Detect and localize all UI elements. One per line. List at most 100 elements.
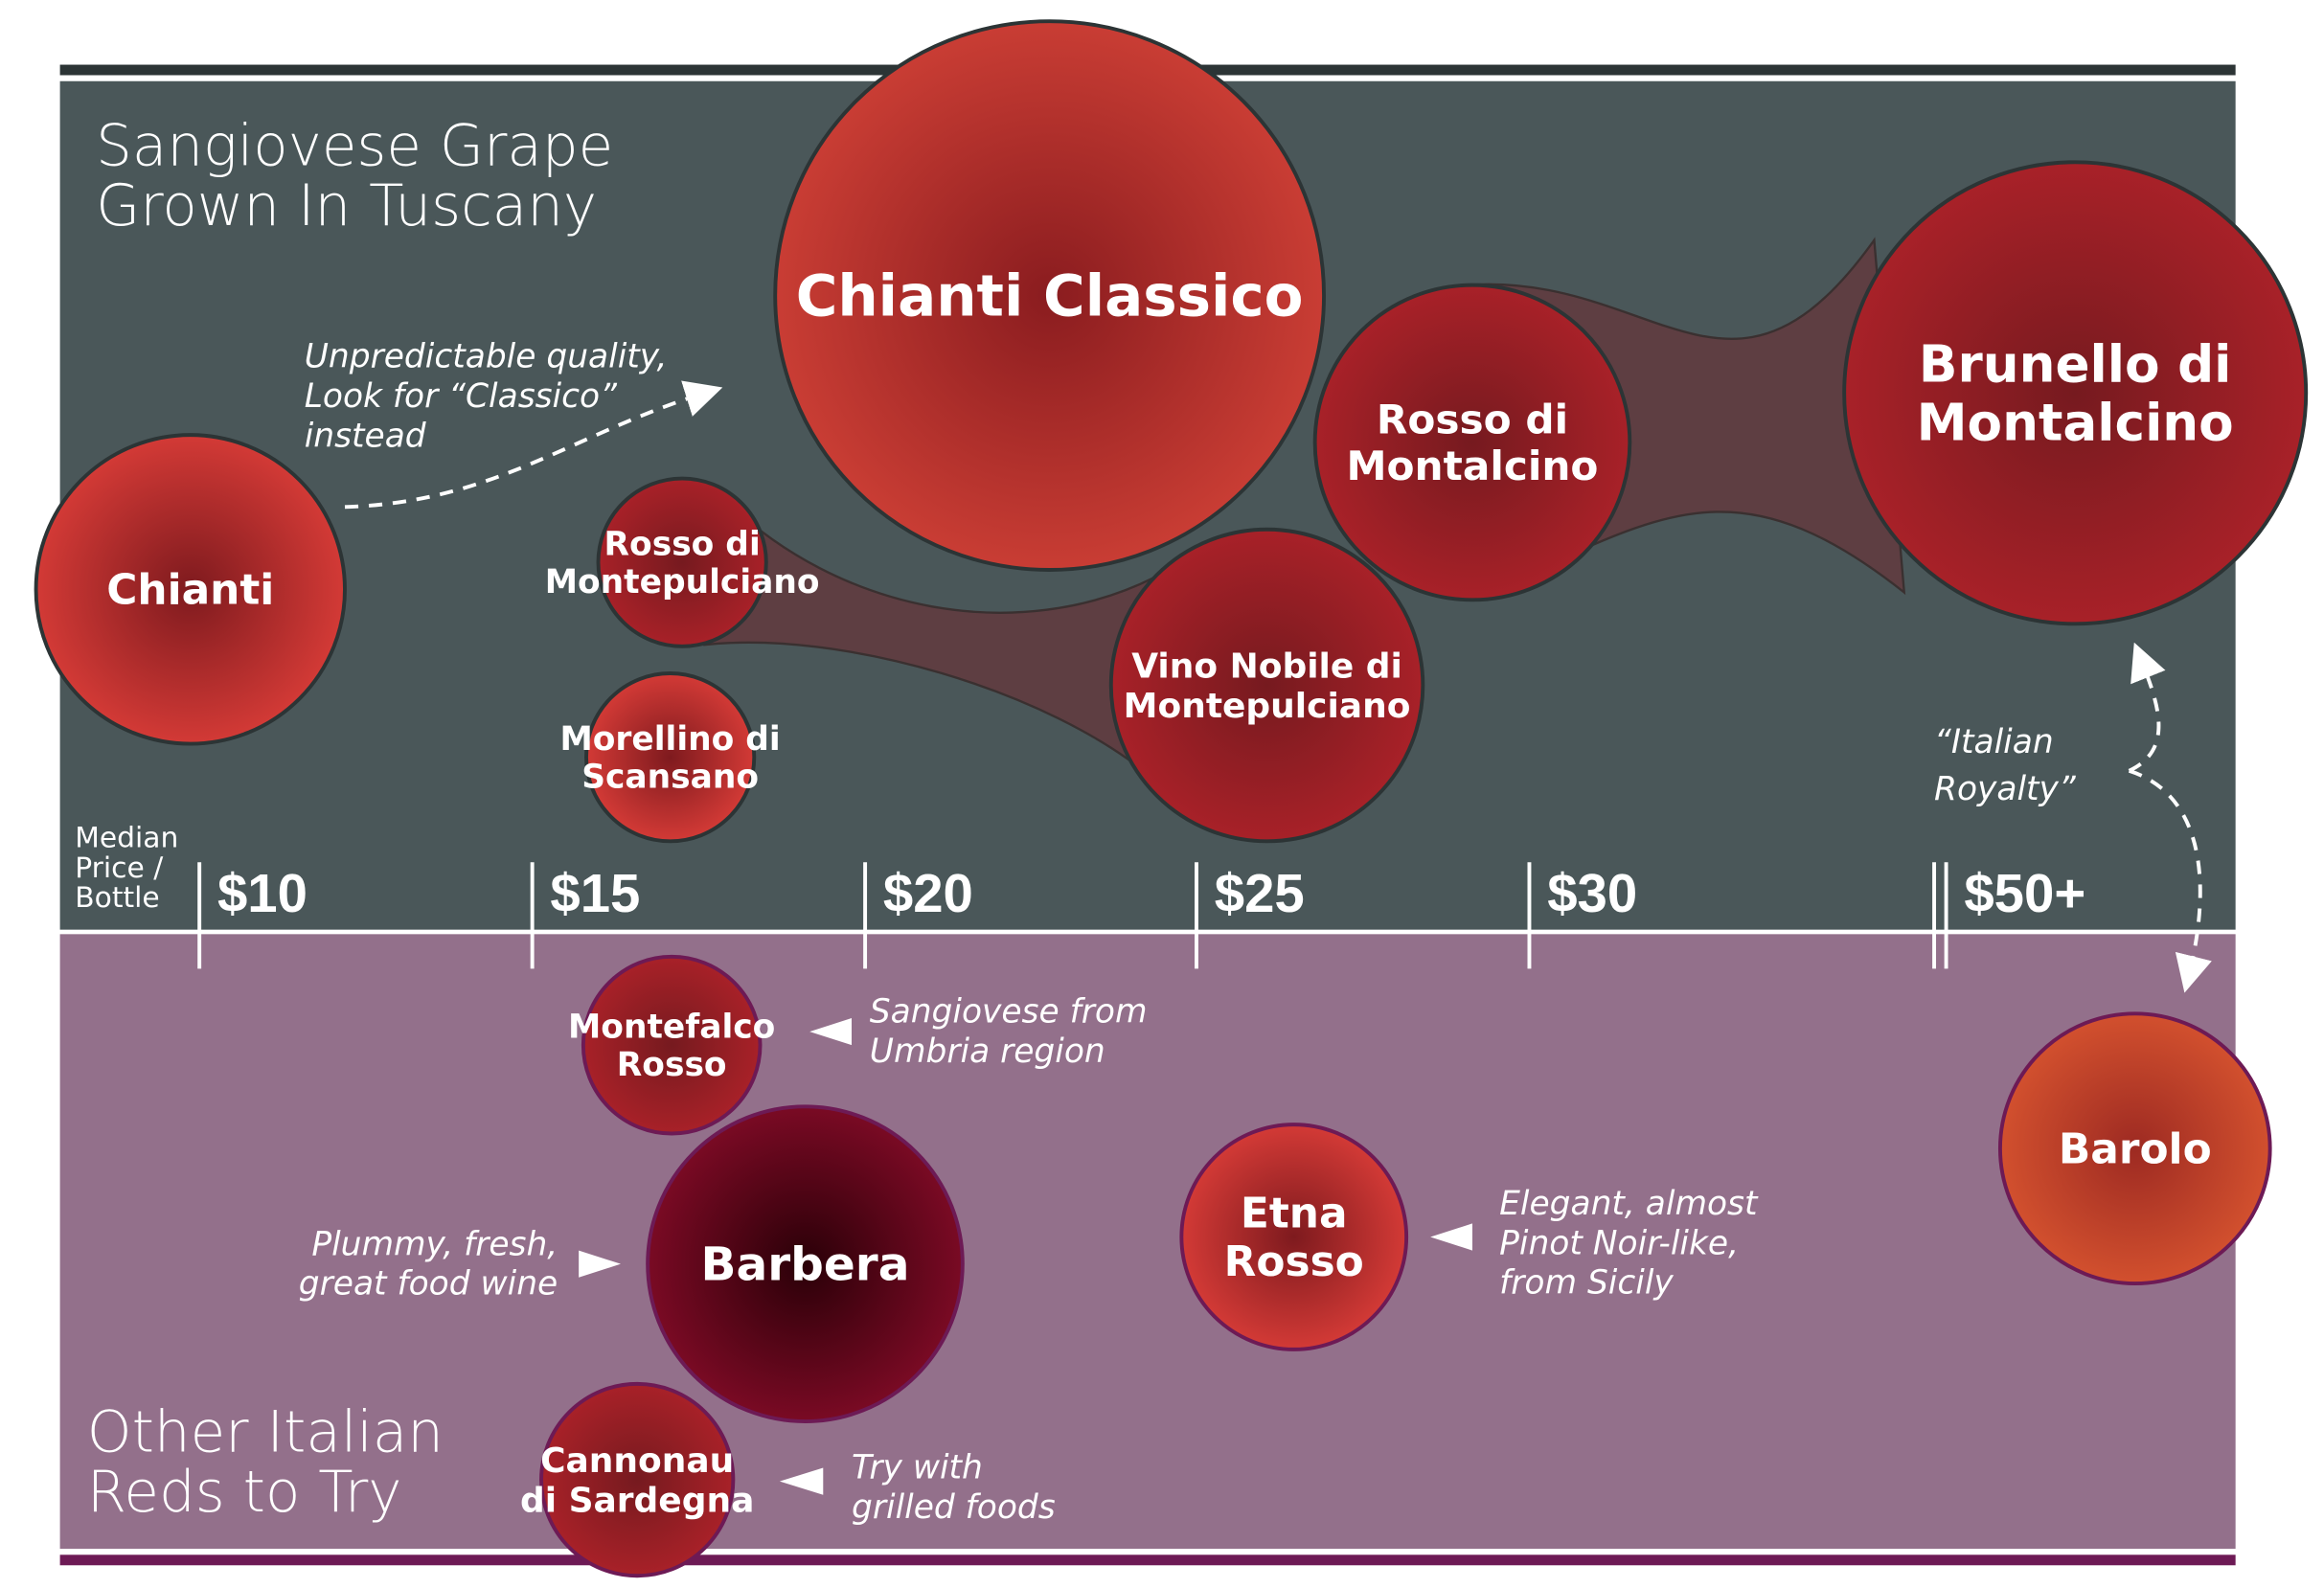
annotation-line: from Sicily	[1499, 1264, 1674, 1303]
bubble-label: Barolo	[2059, 1124, 2212, 1173]
bubble-label-line: Rosso	[617, 1046, 727, 1084]
pointer-montefalco	[809, 1017, 853, 1046]
bubble-label-line: Montalcino	[1346, 442, 1598, 489]
annotation-line: great food wine	[299, 1265, 558, 1304]
pointer-etna	[1430, 1223, 1472, 1251]
bubble-circle	[1179, 1123, 1409, 1351]
bubble-label-line: Rosso di	[1377, 396, 1568, 442]
other-reds-panel	[59, 934, 2236, 1550]
bubble-label-line: Morellino di	[560, 720, 781, 759]
bubble-label-line: Cannonau	[540, 1441, 734, 1481]
bubble-circle	[646, 1104, 965, 1423]
bubble-circle	[1108, 527, 1425, 844]
bubble-barbera: Barbera	[646, 1104, 965, 1423]
annotation-line: Royalty”	[1934, 770, 2077, 808]
bubble-circle	[539, 1381, 736, 1578]
bubble-label-line: Barolo	[2059, 1124, 2212, 1173]
bubble-circle	[773, 19, 1326, 572]
tick-label: $50+	[1964, 863, 2085, 923]
bubble-circle	[34, 433, 347, 746]
arrow-to-classico	[344, 380, 723, 510]
bubble-chianti: Chianti	[34, 433, 347, 746]
bubble-label-line: Montepulciano	[1124, 687, 1411, 726]
bubble-label-line: Barbera	[701, 1238, 910, 1292]
bubble-label-line: Montepulciano	[545, 563, 820, 601]
arrow-royalty-down	[2128, 768, 2212, 993]
bubble-circle	[596, 476, 768, 648]
annotation-line: Pinot Noir-like,	[1499, 1224, 1739, 1262]
bubble-label-line: Etna	[1241, 1190, 1348, 1238]
bubble-label-line: Rosso di	[604, 525, 761, 563]
bubble-label-line: Chianti	[106, 566, 274, 615]
tick-label: $15	[550, 863, 640, 923]
annotation-line: Elegant, almost	[1499, 1185, 1759, 1223]
tick-label: $20	[883, 863, 973, 923]
bubble-label-line: di Sardegna	[520, 1481, 754, 1520]
annotation-line: Unpredictable quality,	[305, 338, 668, 376]
bubble-barolo: Barolo	[1997, 1011, 2272, 1285]
annotation-line: “Italian	[1934, 723, 2054, 761]
bubble-label: Chianti	[106, 566, 274, 615]
bubble-label-line: Chianti Classico	[796, 263, 1304, 329]
arrow-royalty-up	[2128, 642, 2166, 773]
bubble-chianti-classico: Chianti Classico	[773, 19, 1326, 572]
annotation-line: Look for “Classico”	[305, 377, 618, 416]
bubble-label-line: Scansano	[581, 759, 759, 797]
pointer-barbera	[579, 1250, 621, 1278]
annotation-line: Sangiovese from	[870, 993, 1148, 1032]
bubble-circle	[584, 671, 757, 844]
annotation: Plummy, fresh,great food wine	[299, 1225, 558, 1303]
x-axis-label-line: Bottle	[75, 881, 159, 915]
bubble-label: Chianti Classico	[796, 263, 1304, 329]
other-reds-title-line: Reds to Try	[87, 1460, 402, 1526]
tick-label: $30	[1547, 863, 1637, 923]
x-axis-label-line: Median	[75, 822, 178, 855]
bubble-label-line: Montalcino	[1917, 394, 2234, 453]
annotation-line: Try with	[852, 1448, 983, 1486]
bubble-label-line: Vino Nobile di	[1131, 647, 1402, 686]
bubble-label-line: Brunello di	[1919, 334, 2232, 394]
bubble-circle	[1842, 160, 2309, 626]
bubble-label: Barbera	[701, 1238, 910, 1292]
tick-label: $25	[1215, 863, 1305, 923]
bubble-circle	[1997, 1011, 2272, 1285]
bottom-rule	[59, 1554, 2236, 1566]
annotation: Unpredictable quality,Look for “Classico…	[305, 338, 668, 456]
bubble-label-line: Montefalco	[568, 1008, 775, 1046]
other-reds-title-line: Other Italian	[87, 1399, 444, 1465]
bubble-circle	[581, 954, 763, 1136]
tuscany-title-line: Sangiovese Grape	[96, 113, 613, 179]
x-axis-label-line: Price /	[75, 851, 164, 885]
tuscany-title-line: Grown In Tuscany	[96, 173, 597, 239]
pointer-cannonau	[779, 1467, 824, 1495]
annotation-line: instead	[305, 417, 426, 455]
annotation-line: Plummy, fresh,	[311, 1225, 558, 1263]
bubble-circle	[1312, 283, 1632, 602]
bubble-label-line: Rosso	[1224, 1237, 1364, 1286]
annotation-line: Umbria region	[870, 1032, 1105, 1071]
annotation-line: grilled foods	[852, 1488, 1056, 1527]
